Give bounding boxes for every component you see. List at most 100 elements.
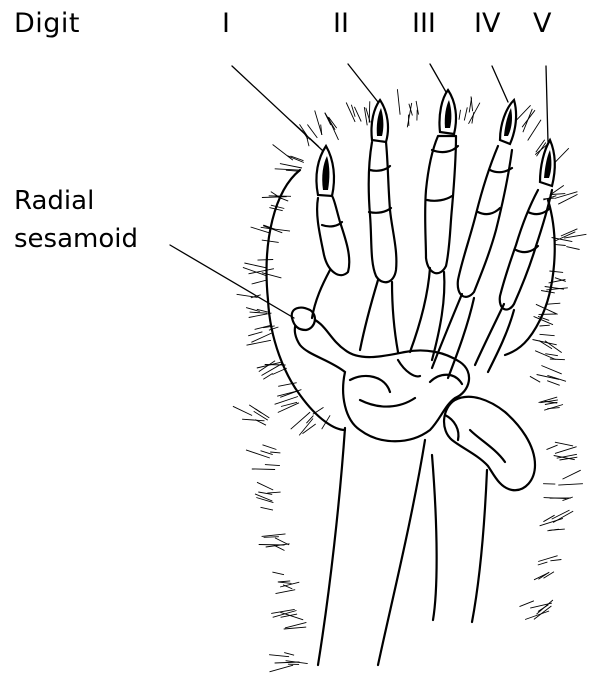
ulna-bone-inner [472, 470, 487, 622]
fur-stroke [547, 381, 560, 386]
fur-stroke [555, 447, 577, 454]
fur-stroke [257, 482, 273, 490]
digit-1 [312, 146, 349, 318]
fur-stroke [287, 156, 304, 163]
fur-stroke [538, 562, 548, 565]
fur-stroke [315, 111, 322, 135]
fur-stroke [397, 89, 400, 115]
fur-stroke [566, 247, 579, 250]
fur-stroke [525, 611, 549, 620]
fur-stroke [233, 406, 252, 415]
fur-stroke [540, 334, 555, 335]
fur-stroke [262, 534, 286, 537]
fur-stroke [307, 125, 317, 138]
fur-stroke [547, 375, 566, 381]
paw-outline [267, 170, 345, 430]
fur-stroke [554, 244, 565, 245]
fur-stroke [551, 194, 565, 195]
fur-stroke [550, 359, 565, 360]
fur-stroke [554, 148, 569, 164]
fur-stroke [547, 303, 560, 304]
leader-line-digit-1 [232, 66, 322, 150]
fur-stroke [275, 538, 289, 545]
radius-bone-inner [378, 440, 425, 665]
fur-stroke [549, 529, 565, 530]
fur-stroke [563, 470, 581, 479]
fur-stroke [247, 340, 271, 345]
leader-line-digit-2 [348, 64, 378, 102]
fur-stroke [272, 572, 284, 575]
fur-stroke [270, 665, 294, 672]
fur-stroke [264, 537, 279, 538]
fur-stroke [258, 260, 274, 261]
fur-stroke [464, 107, 467, 120]
fur-stroke [547, 445, 558, 450]
fur-stroke [541, 291, 555, 293]
fur-stroke [544, 405, 563, 411]
fur-stroke [549, 271, 563, 272]
digit-label-5: V [533, 10, 551, 37]
fur-stroke [530, 376, 540, 382]
fur-stroke [280, 164, 302, 168]
fur-stroke [243, 267, 267, 276]
fur-stroke [252, 469, 275, 470]
radius-bone [318, 428, 345, 665]
fur-stroke [540, 325, 550, 326]
fur-stroke [249, 269, 274, 274]
fur-stroke [261, 507, 274, 510]
pisiform-bone [444, 397, 535, 490]
leader-line-digit-5 [546, 66, 548, 142]
fur-stroke [250, 312, 267, 313]
digit-2 [360, 100, 398, 352]
fur-stroke [279, 582, 292, 583]
fur-stroke [248, 332, 262, 336]
fur-stroke [555, 192, 578, 199]
fur-stroke [263, 373, 272, 379]
fur-stroke [354, 107, 361, 122]
digit-4 [432, 100, 516, 378]
leader-line-digit-3 [430, 64, 446, 92]
fur-stroke [534, 316, 553, 324]
digit-label-3: III [412, 10, 436, 37]
digit-label-1: I [222, 10, 230, 37]
fur-stroke [408, 115, 409, 126]
fur-stroke [242, 419, 264, 421]
fur-stroke [540, 518, 563, 525]
fur-stroke [246, 450, 270, 458]
fur-stroke [265, 465, 280, 466]
digit-heading: Digit [14, 10, 80, 37]
fur-stroke [244, 263, 265, 268]
fur-stroke [249, 313, 272, 317]
fur-stroke [328, 117, 339, 140]
fur-stroke [276, 590, 296, 594]
radial-sesamoid-label-line1: Radial [14, 188, 94, 214]
fur-stroke [273, 145, 293, 161]
fur-stroke [550, 560, 561, 561]
fur-stroke [459, 110, 461, 120]
fur-stroke [558, 194, 577, 204]
leader-line-radial-sesamoid [170, 245, 294, 318]
ulna-bone [432, 455, 437, 620]
fur-stroke [252, 280, 267, 284]
fur-stroke [545, 354, 558, 356]
fur-stroke [263, 445, 277, 450]
fur-stroke [259, 361, 275, 372]
fur-stroke [277, 391, 298, 396]
fur-stroke [284, 653, 294, 656]
fur-stroke [541, 366, 561, 374]
fur-stroke [280, 612, 303, 620]
radial-sesamoid-label-line2: sesamoid [14, 226, 138, 252]
fur-stroke [261, 451, 273, 455]
digit-label-2: II [333, 10, 349, 37]
fur-stroke [269, 655, 289, 657]
fur-stroke [270, 452, 280, 453]
fur-stroke [520, 601, 534, 607]
digit-label-4: IV [474, 10, 500, 37]
fur-stroke [267, 492, 280, 493]
fur-stroke [262, 197, 287, 198]
fur-stroke [291, 412, 310, 429]
fur-stroke [558, 484, 583, 485]
leader-line-digit-4 [492, 66, 508, 102]
